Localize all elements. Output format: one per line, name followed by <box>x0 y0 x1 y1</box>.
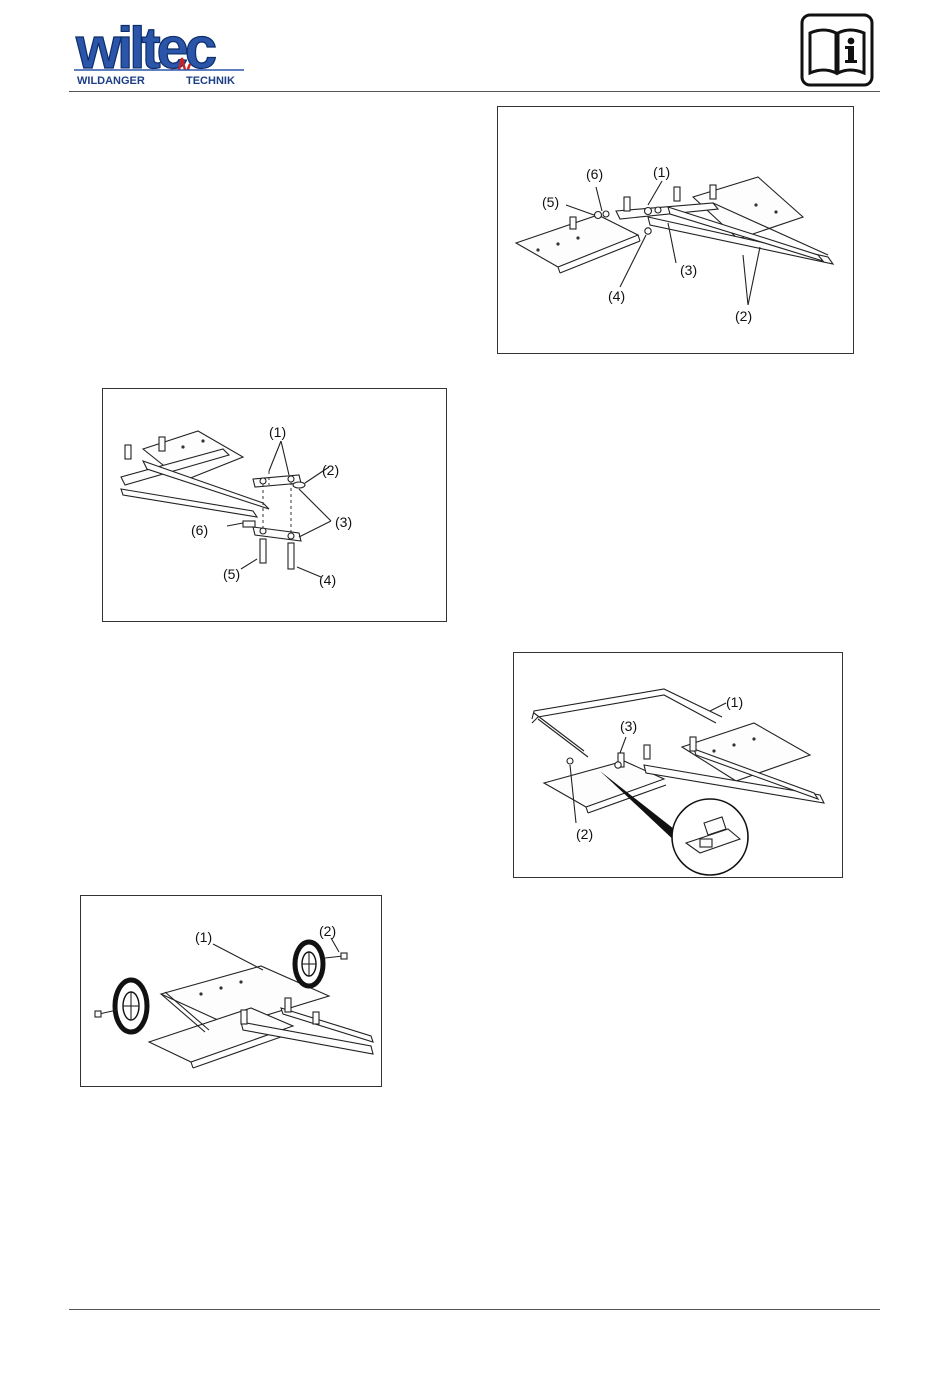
manual-info-icon <box>800 13 874 87</box>
callout-label: (4) <box>608 288 625 304</box>
callout-label: (2) <box>576 826 593 842</box>
footer-divider <box>69 1309 880 1310</box>
callout-label: (2) <box>735 308 752 324</box>
callout-label: (6) <box>586 166 603 182</box>
callout-label: (6) <box>191 522 208 538</box>
callout-label: (3) <box>335 514 352 530</box>
figure-linkage-plates: (1) (2) (3) (4) (5) (6) <box>102 388 447 622</box>
figure-handle-mounting: (1) (2) (3) <box>513 652 843 878</box>
callout-label: (1) <box>653 164 670 180</box>
callout-label: (5) <box>542 194 559 210</box>
callout-label: (1) <box>269 424 286 440</box>
figure-frame-crossbar: (1) (2) (3) (4) (5) (6) <box>497 106 854 354</box>
callout-label: (1) <box>195 929 212 945</box>
callout-label: (5) <box>223 566 240 582</box>
brand-sub-right: TECHNIK <box>186 75 235 87</box>
callout-label: (3) <box>620 718 637 734</box>
callout-label: (2) <box>322 462 339 478</box>
callout-label: (2) <box>319 923 336 939</box>
brand-sub-left: WILDANGER <box>77 75 145 87</box>
figure-wheel-mounting: (1) (2) <box>80 895 382 1087</box>
callout-label: (1) <box>726 694 743 710</box>
callout-label: (4) <box>319 572 336 588</box>
header-divider <box>69 91 880 92</box>
brand-logo: wiltec WILDANGER TECHNIK <box>74 8 246 90</box>
callout-label: (3) <box>680 262 697 278</box>
